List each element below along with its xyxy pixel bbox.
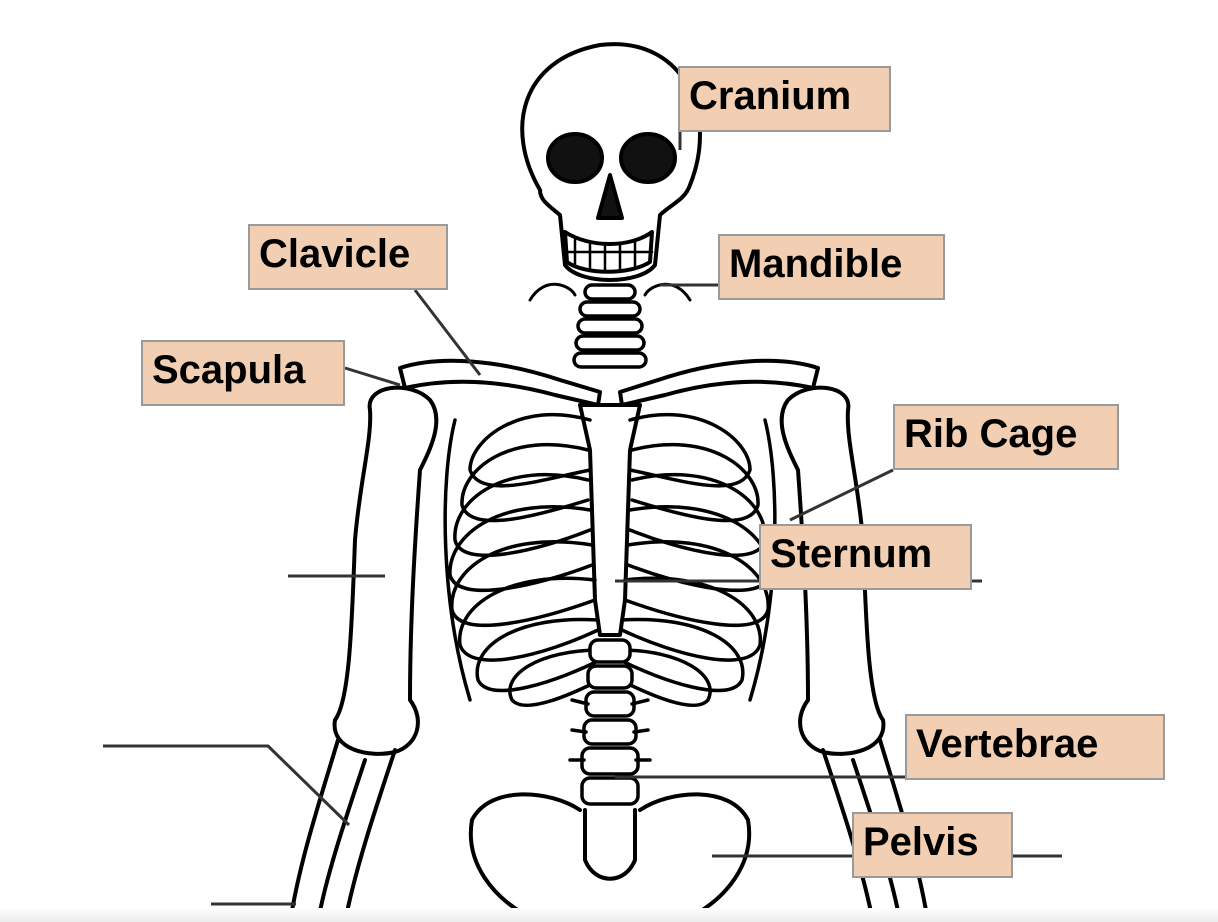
bottom-fade: [0, 908, 1218, 922]
label-pelvis-text: Pelvis: [863, 820, 979, 864]
label-rib-cage-text: Rib Cage: [904, 412, 1078, 456]
leader-lines: [103, 132, 1062, 906]
pelvis-drawing: [468, 792, 752, 922]
label-rib-cage: Rib Cage: [893, 404, 1119, 470]
label-clavicle-text: Clavicle: [259, 232, 411, 276]
label-cranium-text: Cranium: [689, 74, 852, 118]
lumbar-spine-drawing: [568, 638, 652, 806]
label-vertebrae: Vertebrae: [905, 714, 1165, 780]
label-sternum: Sternum: [759, 524, 972, 590]
label-mandible-text: Mandible: [729, 242, 903, 286]
label-scapula: Scapula: [141, 340, 345, 406]
label-sternum-text: Sternum: [770, 532, 933, 576]
label-pelvis: Pelvis: [852, 812, 1013, 878]
skull-drawing: [520, 42, 702, 302]
label-clavicle: Clavicle: [248, 224, 448, 290]
label-scapula-text: Scapula: [152, 348, 306, 392]
label-cranium: Cranium: [678, 66, 891, 132]
label-mandible: Mandible: [718, 234, 945, 300]
label-vertebrae-text: Vertebrae: [916, 722, 1099, 766]
cervical-spine-drawing: [572, 283, 648, 369]
